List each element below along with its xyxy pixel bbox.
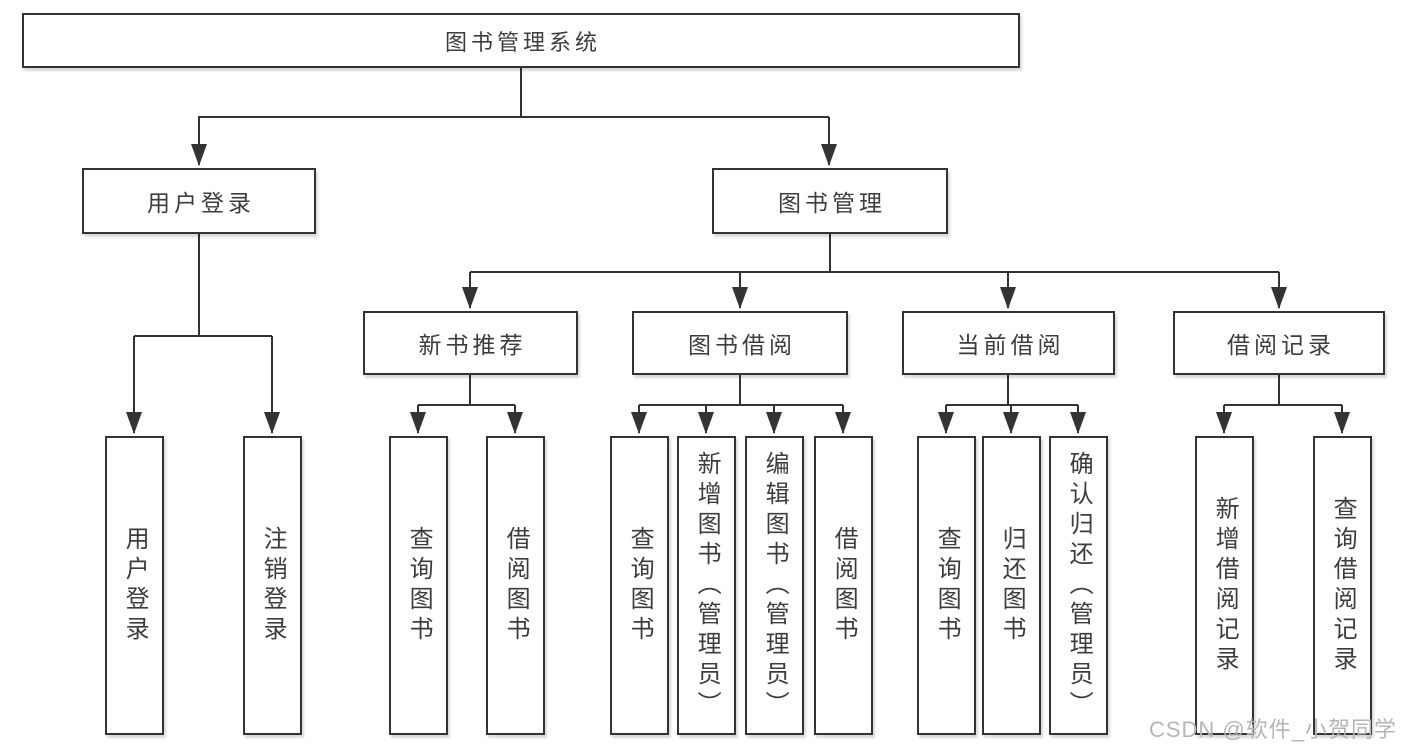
node-leaf-return-book: 归还图书: [982, 436, 1041, 735]
leaf-label: 查询图书: [933, 525, 961, 646]
leaf-label: 查询图书: [626, 525, 654, 646]
node-current-borrowing: 当前借阅: [902, 311, 1115, 375]
node-leaf-confirm-return-admin: 确认归还（管理员）: [1049, 436, 1108, 735]
leaf-label: 确认归还（管理员）: [1065, 450, 1093, 721]
node-book-borrowing: 图书借阅: [632, 311, 848, 375]
leaf-label: 借阅图书: [830, 525, 858, 646]
node-leaf-user-login: 用户登录: [105, 436, 164, 735]
leaf-label: 借阅图书: [502, 525, 530, 646]
leaf-label: 新增图书（管理员）: [693, 450, 721, 721]
node-leaf-logout: 注销登录: [243, 436, 302, 735]
node-root: 图书管理系统: [22, 13, 1020, 68]
node-borrowing-records: 借阅记录: [1173, 311, 1385, 375]
leaf-label: 用户登录: [121, 525, 149, 646]
node-new-book-recommend: 新书推荐: [363, 311, 578, 375]
leaf-label: 注销登录: [259, 525, 287, 646]
node-leaf-add-book-admin: 新增图书（管理员）: [677, 436, 736, 735]
node-book-management: 图书管理: [712, 168, 948, 234]
leaf-label: 查询借阅记录: [1329, 495, 1357, 676]
leaf-label: 新增借阅记录: [1211, 495, 1239, 676]
node-leaf-edit-book-admin: 编辑图书（管理员）: [745, 436, 804, 735]
node-leaf-borrow-books-2: 借阅图书: [814, 436, 873, 735]
node-leaf-query-books-2: 查询图书: [610, 436, 669, 735]
csdn-watermark: CSDN @软件_小贺同学: [1148, 717, 1397, 742]
leaf-label: 归还图书: [998, 525, 1026, 646]
leaf-label: 查询图书: [405, 525, 433, 646]
leaf-label: 编辑图书（管理员）: [761, 450, 789, 721]
node-leaf-query-books-3: 查询图书: [917, 436, 976, 735]
node-leaf-add-borrow-record: 新增借阅记录: [1195, 436, 1254, 735]
node-leaf-query-books-1: 查询图书: [389, 436, 448, 735]
node-user-login: 用户登录: [82, 168, 316, 234]
node-leaf-query-borrow-record: 查询借阅记录: [1313, 436, 1372, 735]
node-leaf-borrow-books-1: 借阅图书: [486, 436, 545, 735]
